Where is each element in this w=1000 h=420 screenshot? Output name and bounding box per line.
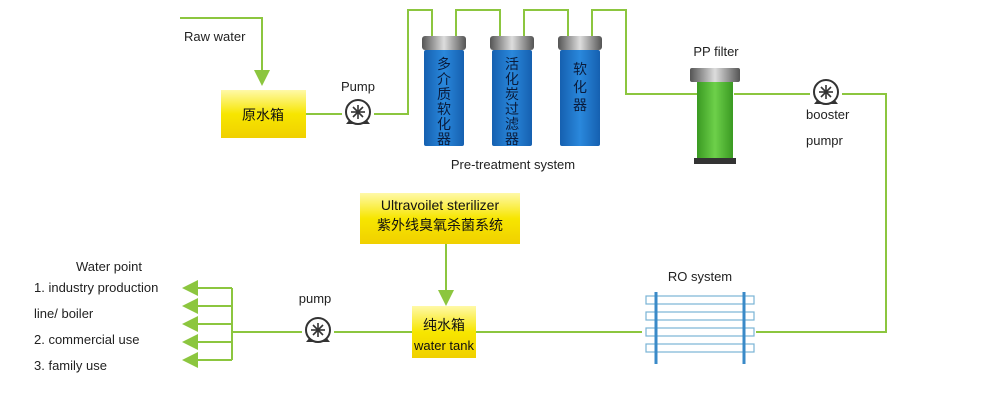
- raw-water-line: [180, 17, 270, 86]
- pump-1: Pump: [341, 79, 375, 125]
- filter2-cap: [490, 36, 534, 50]
- water-points: Water point 1. industry production line/…: [34, 259, 158, 373]
- use-2: 2. commercial use: [34, 332, 139, 347]
- raw-tank-box: [221, 90, 306, 138]
- booster-impeller-icon: [819, 85, 833, 99]
- filter2-char: 化: [505, 72, 519, 88]
- use-3: 3. family use: [34, 358, 107, 373]
- filter2-body: [492, 50, 532, 146]
- ro-system: RO system: [645, 269, 755, 364]
- flow-lines: [180, 9, 887, 368]
- use-1b: line/ boiler: [34, 306, 94, 321]
- filter3-char: 化: [573, 80, 587, 96]
- filter1-char: 介: [437, 72, 451, 88]
- filter1-to-filter2-line: [455, 9, 501, 36]
- filter2-char: 过: [505, 102, 519, 118]
- pretreatment-label: Pre-treatment system: [451, 157, 575, 172]
- booster-label-1: booster: [806, 107, 850, 122]
- pure-tank-box: [412, 306, 476, 358]
- filter-softener: 软 化 器: [558, 36, 602, 146]
- filter2-char: 活: [505, 57, 519, 73]
- pp-filter-base: [694, 158, 736, 164]
- water-point-title: Water point: [76, 259, 142, 274]
- raw-water-tank: 原水箱: [221, 90, 306, 138]
- pp-filter: PP filter: [690, 44, 740, 164]
- ro-system-label: RO system: [668, 269, 732, 284]
- booster-to-ro-line: [756, 93, 887, 333]
- pump2-label: pump: [299, 291, 332, 306]
- pp-filter-label: PP filter: [693, 44, 739, 59]
- filter3-to-pp-line: [591, 9, 706, 95]
- filter-multimedia: 多 介 质 软 化 器: [422, 36, 466, 148]
- pp-filter-cap: [690, 68, 740, 82]
- pump-2: pump: [299, 291, 332, 343]
- filter2-to-filter3-line: [523, 9, 569, 36]
- uv-box: [360, 193, 520, 244]
- pure-water-tank: 纯水箱 water tank: [412, 306, 476, 358]
- ro-membrane-3: [645, 327, 755, 337]
- filter2-char: 器: [505, 132, 519, 148]
- filter1-char: 软: [437, 102, 451, 118]
- use-1a: 1. industry production: [34, 280, 158, 295]
- filter3-cap: [558, 36, 602, 50]
- booster-label-2: pumpr: [806, 133, 844, 148]
- filter1-char: 质: [437, 87, 451, 103]
- pure-tank-label-en: water tank: [413, 338, 474, 353]
- filter1-body: [424, 50, 464, 146]
- pretreatment-filters: 多 介 质 软 化 器 活 化 炭 过 滤 器 软 化 器 Pre-treatm…: [422, 36, 602, 172]
- uv-sterilizer: Ultravoilet sterilizer 紫外线臭氧杀菌系统: [360, 193, 520, 244]
- pump-to-filter1-line: [374, 9, 433, 115]
- raw-tank-label: 原水箱: [242, 108, 284, 124]
- filter2-char: 炭: [505, 87, 519, 103]
- pump2-impeller-icon: [311, 323, 325, 337]
- filter-activated-carbon: 活 化 炭 过 滤 器: [490, 36, 534, 148]
- booster-pump: booster pumpr: [806, 79, 850, 148]
- filter1-cap: [422, 36, 466, 50]
- filter1-char: 器: [437, 132, 451, 148]
- ro-membrane-1: [645, 295, 755, 305]
- filter3-body: [560, 50, 600, 146]
- pump1-label: Pump: [341, 79, 375, 94]
- raw-water-label: Raw water: [184, 29, 246, 44]
- filter1-char: 化: [437, 117, 451, 133]
- filter2-char: 滤: [505, 117, 519, 133]
- filter1-char: 多: [437, 56, 451, 73]
- ro-membrane-2: [645, 311, 755, 321]
- filter3-char: 软: [573, 62, 587, 78]
- uv-label-cn: 紫外线臭氧杀菌系统: [377, 218, 503, 234]
- ro-membrane-4: [645, 343, 755, 353]
- pp-filter-body: [697, 82, 733, 160]
- pure-tank-label-cn: 纯水箱: [423, 318, 465, 334]
- pump1-impeller-icon: [351, 105, 365, 119]
- uv-label-en: Ultravoilet sterilizer: [381, 197, 500, 213]
- filter3-char: 器: [573, 98, 587, 114]
